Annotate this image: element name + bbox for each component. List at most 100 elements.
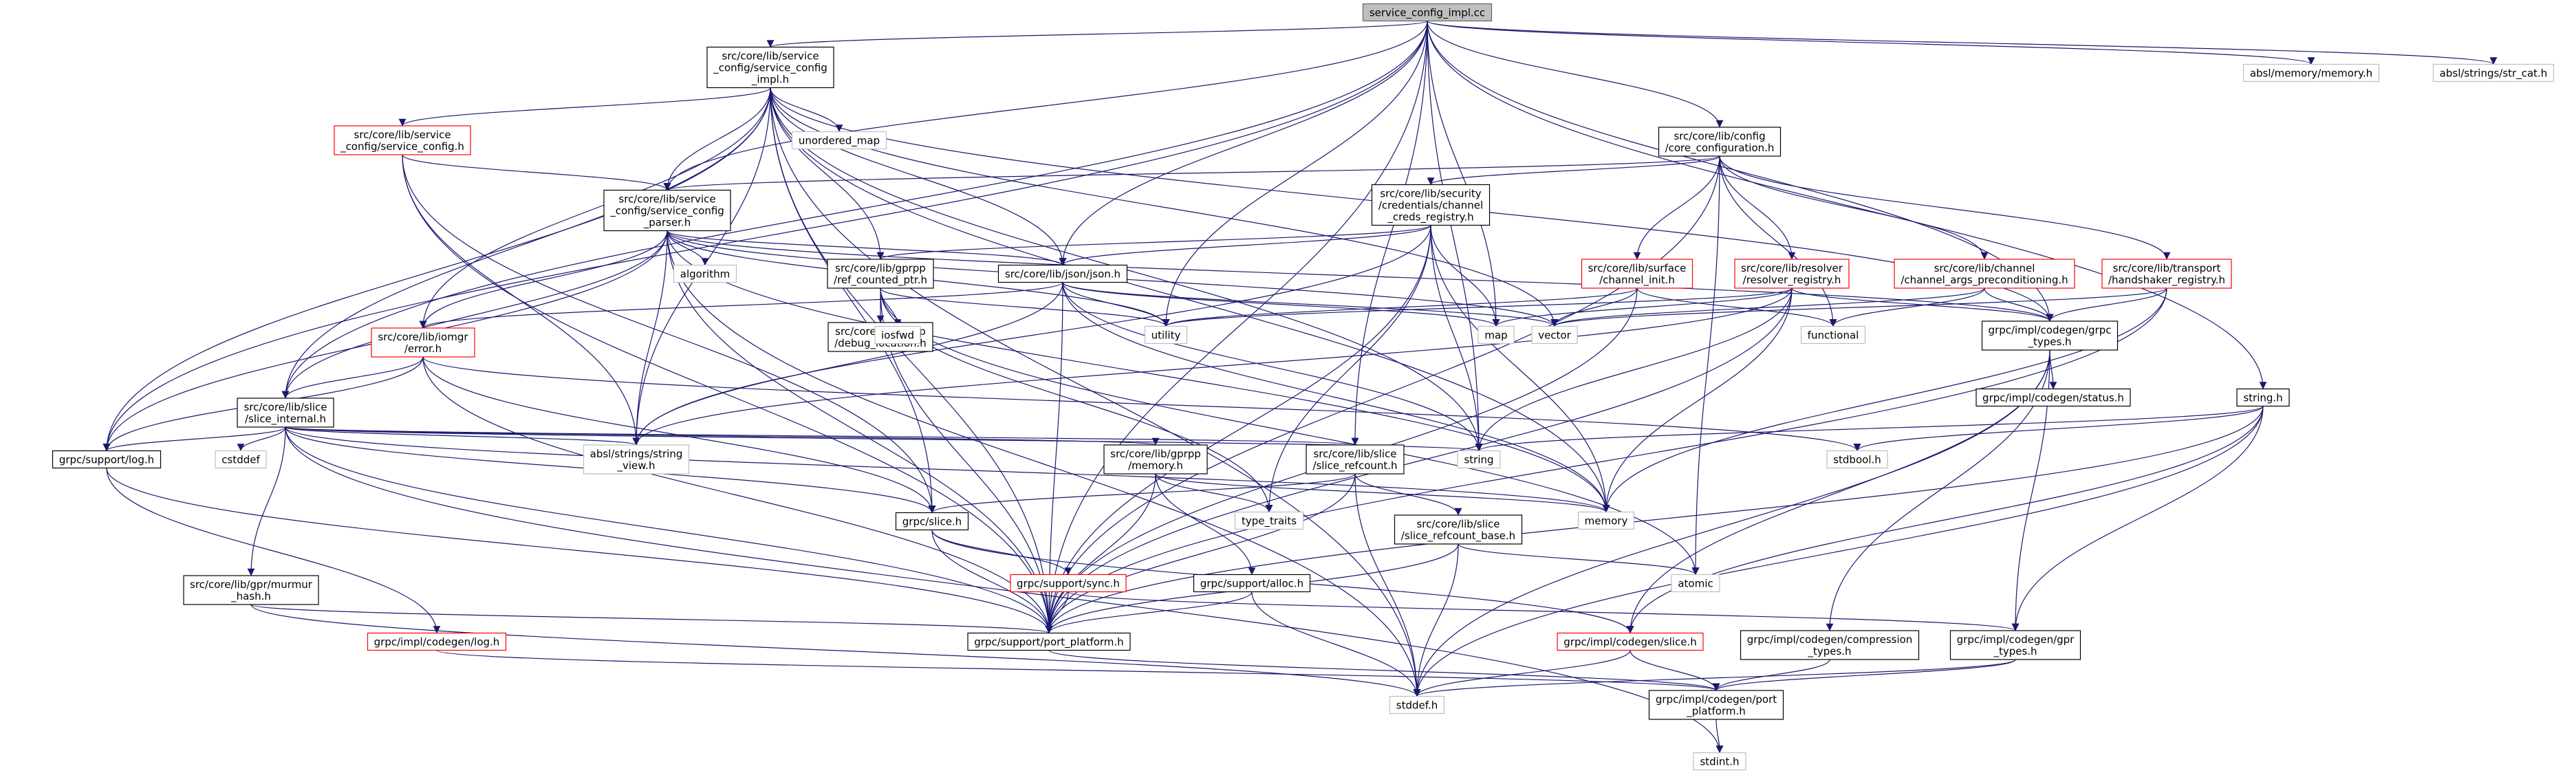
edge-resolver-reg-to-utility (1162, 287, 1793, 327)
node-label-line: type_traits (1242, 515, 1297, 528)
node-string[interactable]: string (1457, 450, 1501, 469)
node-codegen-port[interactable]: grpc/impl/codegen/port_platform.h (1648, 690, 1784, 720)
node-codegen-slice[interactable]: grpc/impl/codegen/slice.h (1557, 632, 1704, 651)
edge-surface-init-to-vector (1550, 287, 1638, 327)
node-iosfwd[interactable]: iosfwd (874, 325, 921, 345)
node-gpr-types[interactable]: grpc/impl/codegen/gpr_types.h (1949, 630, 2081, 660)
edge-core-cfg-to-transport-hs (1719, 155, 2171, 260)
edge-chan-args-to-vector (1550, 287, 1985, 327)
node-sc-h[interactable]: src/core/lib/service_config/service_conf… (334, 125, 471, 155)
node-parser-h[interactable]: src/core/lib/service_config/service_conf… (603, 189, 731, 232)
node-label-line: stddef.h (1396, 699, 1438, 712)
node-compression[interactable]: grpc/impl/codegen/compression_types.h (1740, 630, 1920, 660)
node-codegen-log[interactable]: grpc/impl/codegen/log.h (367, 632, 507, 651)
edge-creds-reg-to-memory (1430, 225, 1610, 513)
node-label-line: src/core/lib/channel (1934, 262, 2035, 274)
edge-murmur-to-stddef (250, 604, 1421, 697)
node-absl-strcat[interactable]: absl/strings/str_cat.h (2432, 63, 2555, 83)
node-box (2101, 259, 2232, 289)
edge-core-cfg-to-port-plat (1045, 155, 1720, 634)
node-box (997, 264, 1128, 283)
node-label-line: cstddef (221, 454, 260, 466)
node-atomic[interactable]: atomic (1671, 574, 1720, 593)
node-cstddef[interactable]: cstddef (215, 450, 267, 469)
node-label-line: src/core/lib/service (618, 193, 715, 206)
node-stdbool[interactable]: stdbool.h (1826, 450, 1888, 469)
node-vector[interactable]: vector (1531, 325, 1578, 345)
node-surface-init[interactable]: src/core/lib/surface/channel_init.h (1581, 259, 1693, 289)
node-type-traits[interactable]: type_traits (1234, 511, 1304, 530)
edge-port-plat-to-codegen-port (1048, 649, 1720, 691)
node-slice-int[interactable]: src/core/lib/slice/slice_internal.h (237, 398, 334, 428)
node-label-line: absl/memory/memory.h (2250, 67, 2372, 80)
edge-alloc-h-to-stddef (1251, 591, 1421, 697)
node-functional[interactable]: functional (1800, 325, 1866, 345)
node-json-h[interactable]: src/core/lib/json/json.h (997, 264, 1128, 283)
node-status-h[interactable]: grpc/impl/codegen/status.h (1976, 388, 2131, 407)
node-label-line: _types.h (1993, 645, 2037, 658)
node-box (2432, 63, 2555, 83)
node-iomgr-err[interactable]: src/core/lib/iomgr/error.h (371, 327, 475, 358)
edge-sci-h-to-sc-h (398, 87, 771, 127)
node-stddef[interactable]: stddef.h (1389, 695, 1445, 715)
node-label-line: _parser.h (643, 217, 691, 230)
edge-sc-h-to-slice-h (402, 154, 936, 514)
node-absl-mem[interactable]: absl/memory/memory.h (2242, 63, 2380, 83)
node-string-h[interactable]: string.h (2236, 388, 2290, 407)
node-label-line: src/core/lib/config (1674, 130, 1765, 142)
node-string-view[interactable]: absl/strings/string_view.h (583, 444, 690, 475)
edge-sci-h-to-stddef (770, 87, 1421, 697)
edge-resolver-reg-to-string-view (632, 287, 1793, 446)
node-slice-h[interactable]: grpc/slice.h (895, 512, 969, 531)
node-label-line: algorithm (680, 268, 730, 281)
node-label-line: src/core/lib/gprpp (1110, 448, 1201, 460)
node-label-line: /slice_internal.h (245, 413, 326, 426)
node-murmur[interactable]: src/core/lib/gpr/murmur_hash.h (183, 575, 319, 605)
node-sci-h[interactable]: src/core/lib/service_config/service_conf… (706, 46, 834, 89)
node-label-line: grpc/impl/codegen/log.h (374, 636, 500, 649)
node-resolver-reg[interactable]: src/core/lib/resolver/resolver_registry.… (1734, 259, 1850, 289)
edge-log-h-to-codegen-log (106, 468, 441, 634)
edge-sci-h-to-log-h (102, 87, 771, 452)
node-box (1010, 574, 1127, 593)
node-memory[interactable]: memory (1577, 511, 1635, 530)
node-chan-args[interactable]: src/core/lib/channel/channel_args_precon… (1894, 259, 2075, 289)
edge-slice-int-to-port-plat (285, 426, 1053, 634)
edge-codegen-slice-to-stddef (1413, 650, 1631, 697)
node-box (1734, 259, 1850, 289)
node-creds-reg[interactable]: src/core/lib/security/credentials/channe… (1371, 184, 1491, 226)
edge-string-h-to-gpr-types (2011, 406, 2264, 631)
edge-refcounted-to-utility (880, 287, 1170, 327)
node-utility[interactable]: utility (1144, 325, 1188, 345)
node-stdint[interactable]: stdint.h (1693, 752, 1746, 771)
node-box (673, 264, 737, 283)
node-gprpp-mem[interactable]: src/core/lib/gprpp/memory.h (1103, 444, 1208, 475)
node-refcounted[interactable]: src/core/lib/gprpp/ref_counted_ptr.h (827, 259, 934, 289)
edge-sci-h-to-refcounted (770, 87, 885, 260)
node-sync-h[interactable]: grpc/support/sync.h (1010, 574, 1127, 593)
node-label-line: utility (1151, 329, 1181, 342)
node-box (603, 189, 731, 232)
edge-json-h-to-iomgr-err (419, 281, 1063, 329)
node-alloc-h[interactable]: grpc/support/alloc.h (1193, 574, 1311, 593)
node-port-plat[interactable]: grpc/support/port_platform.h (967, 632, 1131, 651)
node-algorithm[interactable]: algorithm (673, 264, 737, 283)
node-log-h[interactable]: grpc/support/log.h (52, 450, 162, 469)
node-label-line: memory (1585, 515, 1628, 527)
edge-sc-h-to-port-plat (402, 154, 1053, 634)
node-slice-refc[interactable]: src/core/lib/slice/slice_refcount.h (1306, 444, 1405, 475)
node-map[interactable]: map (1478, 325, 1515, 345)
node-transport-hs[interactable]: src/core/lib/transport/handshaker_regist… (2101, 259, 2232, 289)
node-label-line: service_config_impl.cc (1370, 7, 1485, 20)
edge-core-cfg-to-functional (1719, 155, 1837, 327)
node-box (2242, 63, 2380, 83)
node-grpc-types[interactable]: grpc/impl/codegen/grpc_types.h (1981, 320, 2119, 351)
node-slice-refc-base[interactable]: src/core/lib/slice/slice_refcount_base.h (1394, 514, 1523, 545)
node-root[interactable]: service_config_impl.cc (1362, 3, 1493, 22)
node-box (1193, 574, 1311, 593)
edge-root-to-log-h (102, 21, 1428, 452)
edge-slice-int-to-log-h (102, 426, 286, 452)
node-unordered-map[interactable]: unordered_map (791, 131, 887, 150)
node-label-line: grpc/support/log.h (59, 454, 154, 466)
node-core-cfg[interactable]: src/core/lib/config/core_configuration.h (1658, 127, 1782, 157)
